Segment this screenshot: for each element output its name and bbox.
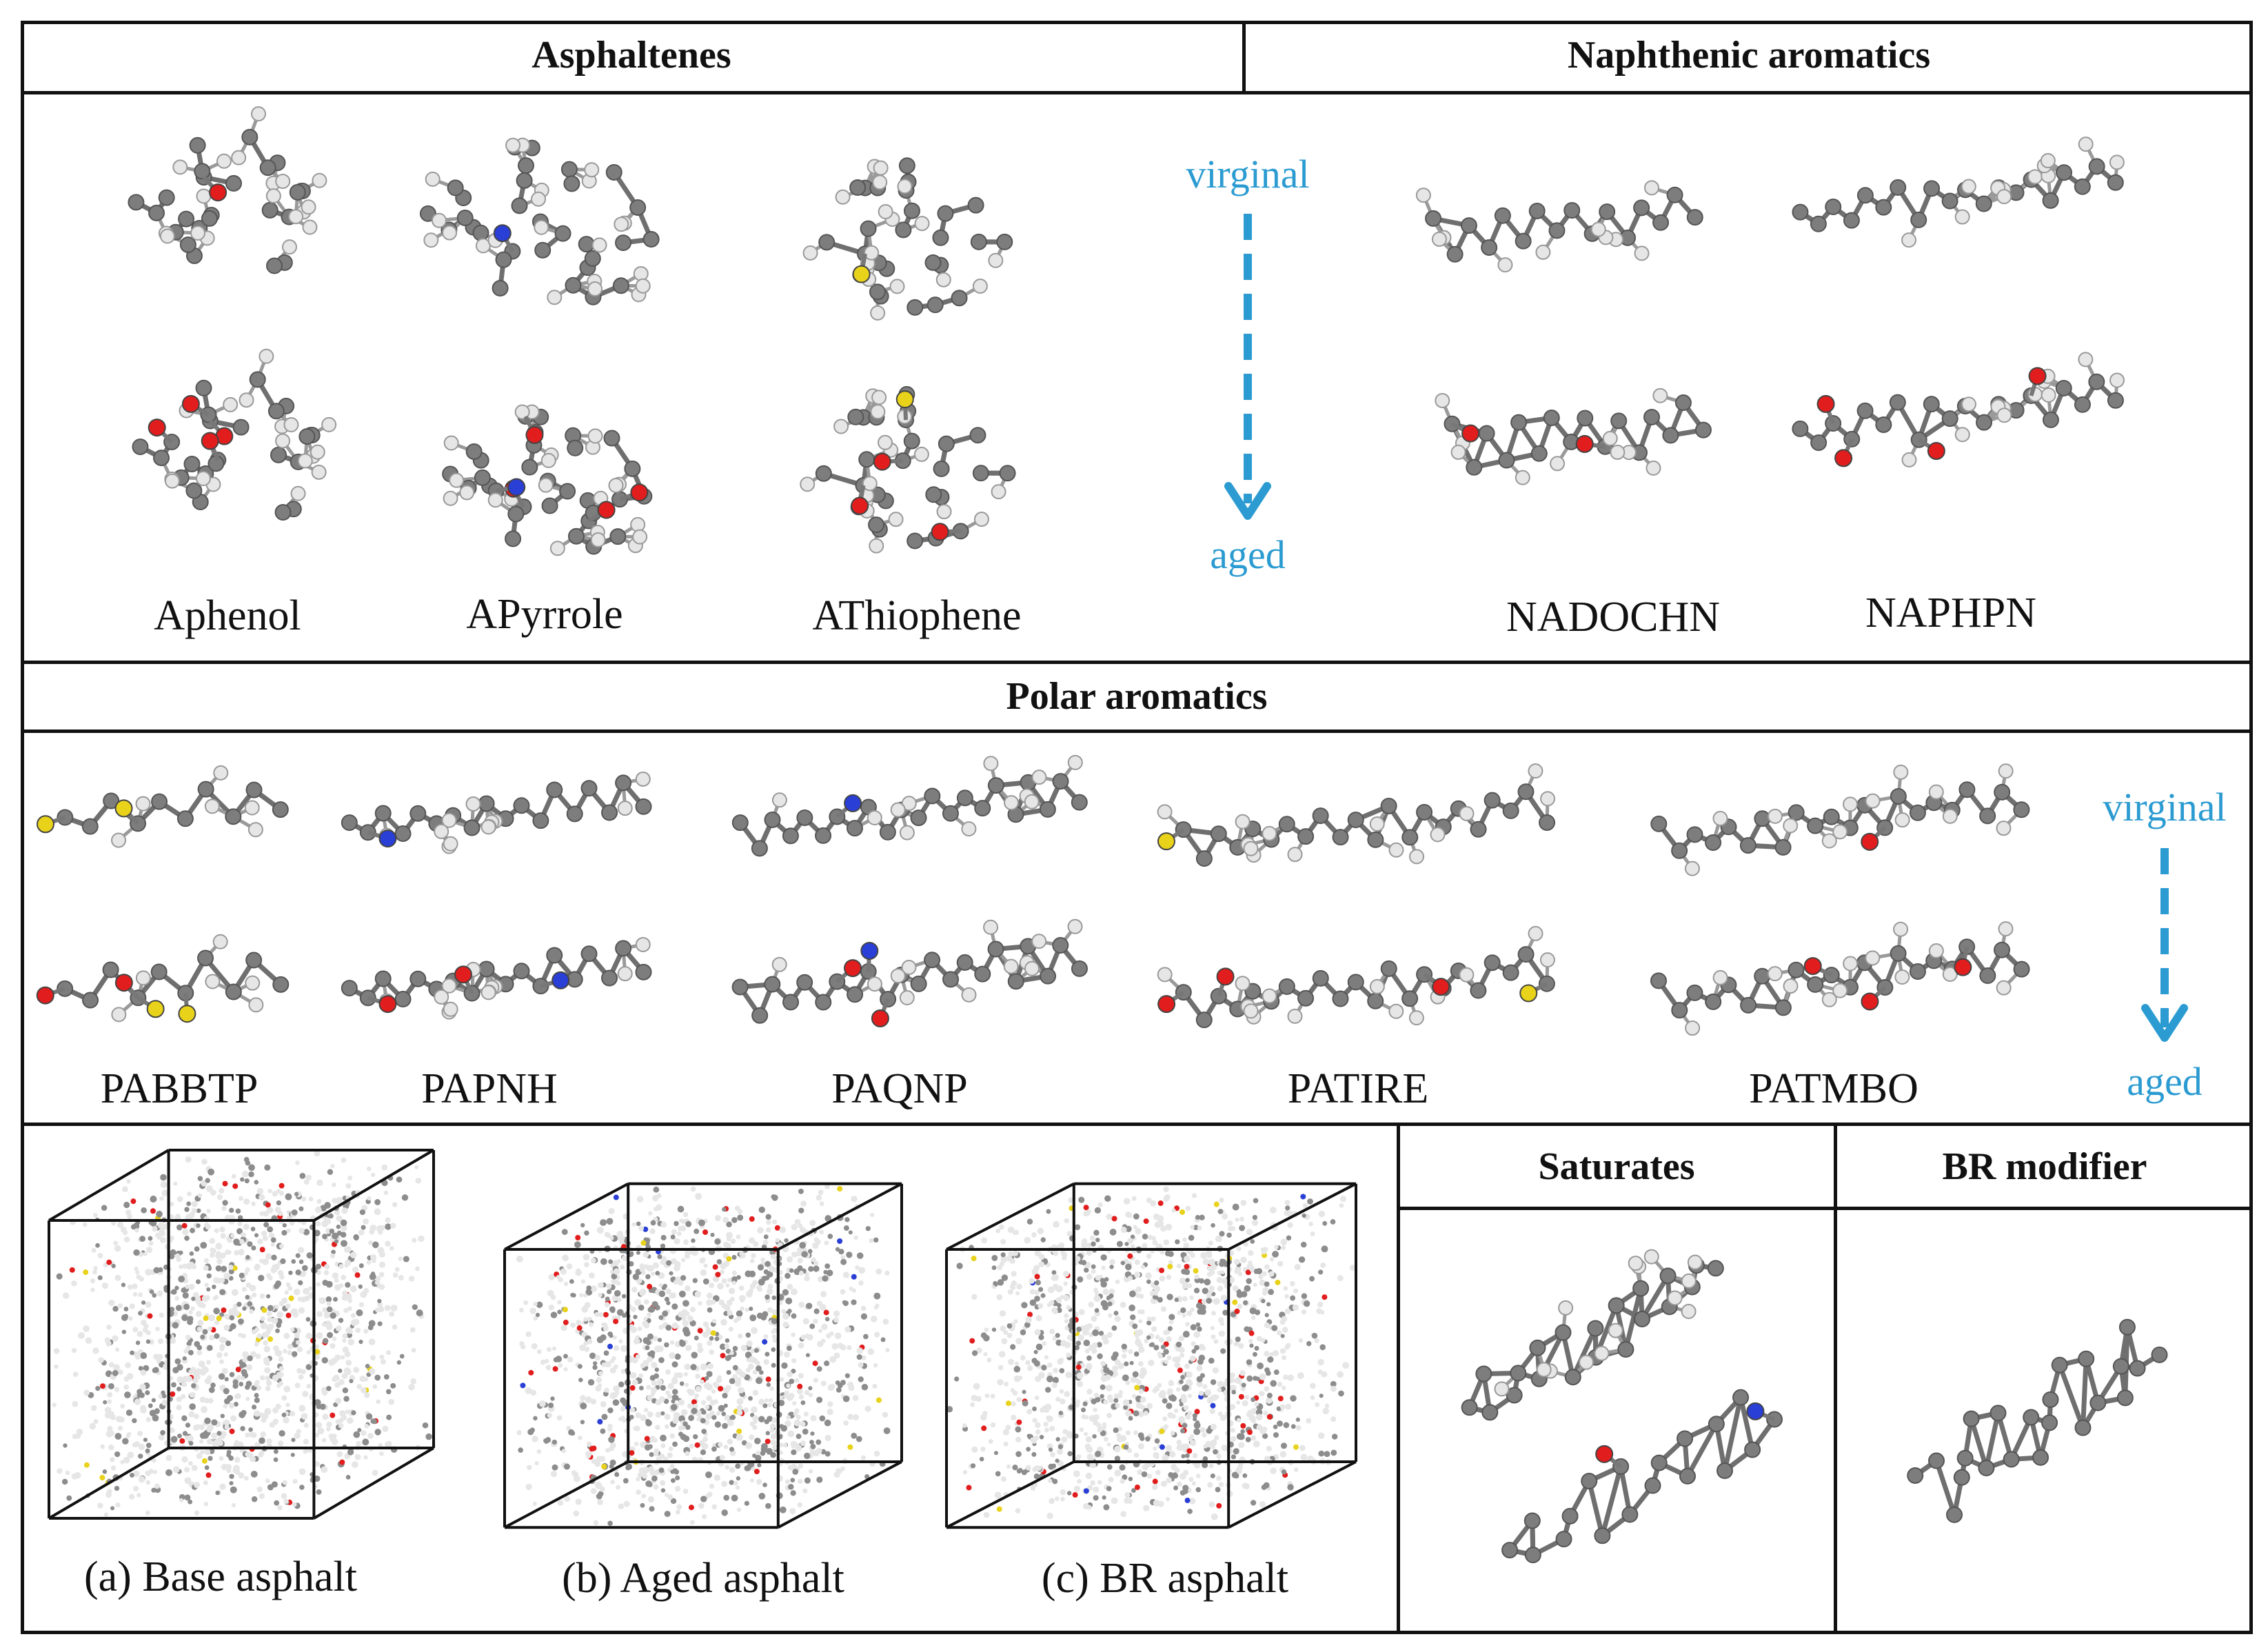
molecule-naphpn-aged — [1792, 352, 2125, 467]
label-base-asphalt: (a) Base asphalt — [84, 1553, 357, 1600]
arrow-polar-from-label: virginal — [2103, 785, 2227, 829]
molecule-athiophene-virgin — [802, 157, 1013, 321]
arrow-top-to-label: aged — [1210, 532, 1286, 577]
divider-polar-top — [21, 661, 2253, 664]
label-patire: PATIRE — [1287, 1065, 1429, 1112]
divider-sat-header — [1397, 1207, 2253, 1210]
header-polar-aromatics: Polar aromatics — [1006, 675, 1268, 718]
label-apyrrole: APyrrole — [466, 591, 623, 638]
divider-bottom-right — [1834, 1123, 1837, 1634]
molecule-patire-aged — [1157, 925, 1555, 1029]
arrow-top-from-label: virginal — [1186, 152, 1310, 197]
molecule-patire-virgin — [1157, 763, 1556, 867]
label-naphpn: NAPHPN — [1865, 590, 2037, 636]
model-box-br-asphalt — [945, 1182, 1357, 1529]
divider-top-header — [21, 91, 2253, 94]
divider-bottom-section — [21, 1123, 2253, 1126]
label-pabbtp: PABBTP — [100, 1065, 259, 1112]
molecule-patmbo-virgin — [1650, 763, 2030, 876]
label-patmbo: PATMBO — [1749, 1065, 1918, 1112]
molecule-paqnp-aged — [731, 918, 1088, 1027]
molecule-nadochn-virgin — [1415, 180, 1703, 273]
molecule-pabbtp-virgin — [36, 765, 289, 848]
label-papnh: PAPNH — [421, 1065, 558, 1112]
figure-frame — [21, 21, 2253, 1634]
label-br-asphalt: (c) BR asphalt — [1041, 1555, 1289, 1602]
molecule-aphenol-aged — [132, 348, 337, 521]
header-br-modifier: BR modifier — [1942, 1145, 2147, 1188]
molecule-nadochn-aged — [1435, 388, 1712, 485]
model-box-base-asphalt — [48, 1149, 435, 1520]
label-nadochn: NADOCHN — [1506, 594, 1720, 641]
molecule-athiophene-aged — [800, 385, 1016, 554]
molecule-papnh-virgin — [341, 771, 652, 854]
molecule-papnh-aged — [341, 936, 652, 1020]
molecule-naphpn-virgin — [1792, 137, 2125, 248]
divider-bottom-left — [1397, 1123, 1400, 1634]
arrow-polar-icon — [2141, 848, 2188, 1042]
label-athiophene: AThiophene — [812, 592, 1022, 639]
divider-top-header-split — [1242, 21, 1246, 92]
molecule-saturates-1 — [1461, 1249, 1724, 1421]
molecule-patmbo-aged — [1650, 921, 2030, 1036]
label-aged-asphalt: (b) Aged asphalt — [562, 1555, 844, 1602]
header-saturates: Saturates — [1538, 1145, 1695, 1188]
molecule-paqnp-virgin — [731, 754, 1088, 857]
divider-polar-header — [21, 730, 2253, 733]
header-asphaltenes: Asphaltenes — [531, 34, 731, 77]
molecule-apyrrole-virgin — [419, 137, 660, 305]
arrow-top-icon — [1224, 214, 1271, 520]
header-naphthenic-aromatics: Naphthenic aromatics — [1567, 34, 1931, 77]
label-aphenol: Aphenol — [154, 592, 301, 639]
model-box-aged-asphalt — [503, 1182, 903, 1529]
label-paqnp: PAQNP — [831, 1065, 968, 1112]
molecule-apyrrole-aged — [442, 404, 653, 556]
molecule-pabbtp-aged — [36, 934, 290, 1023]
molecule-aphenol-virgin — [128, 106, 327, 274]
arrow-polar-to-label: aged — [2127, 1059, 2203, 1104]
molecule-br-modifier — [1907, 1318, 2168, 1523]
molecule-saturates-2 — [1501, 1389, 1783, 1564]
